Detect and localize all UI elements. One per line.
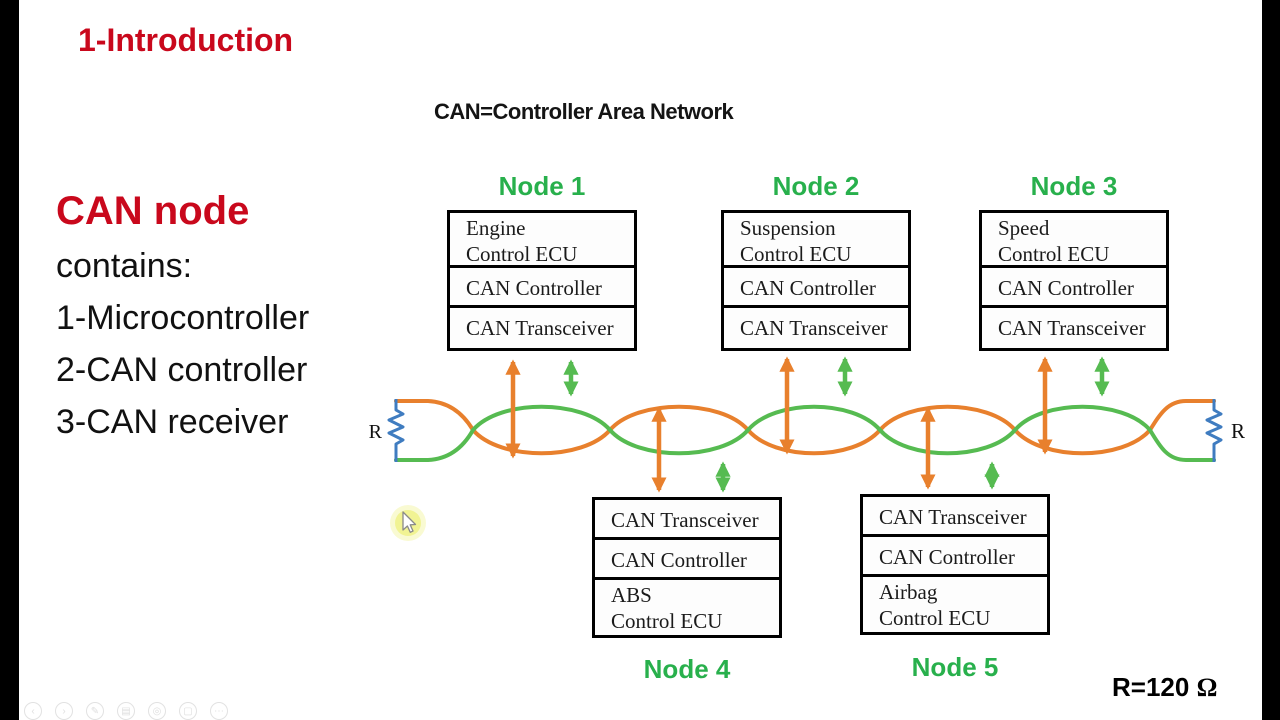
mouse-cursor bbox=[390, 505, 426, 541]
node5-box: CAN Transceiver CAN Controller Airbag Co… bbox=[860, 494, 1050, 635]
node2-ecu-line2: Control ECU bbox=[740, 242, 852, 266]
omega-symbol: Ω bbox=[1196, 673, 1218, 702]
node3-label: Node 3 bbox=[1030, 171, 1118, 201]
right-terminator-label: R bbox=[1231, 419, 1245, 443]
node5-label: Node 5 bbox=[911, 652, 999, 682]
termination-note-text: R=120 bbox=[1112, 672, 1197, 702]
node3-ecu: Speed Control ECU bbox=[982, 213, 1166, 268]
node3-ecu-line1: Speed bbox=[998, 216, 1050, 240]
node2-can-controller: CAN Controller bbox=[724, 268, 908, 308]
node4-ecu-line2: Control ECU bbox=[611, 609, 723, 633]
bus-wire-green bbox=[394, 404, 1216, 462]
cursor-glow-inner bbox=[395, 510, 421, 536]
cursor-arrow-icon bbox=[402, 511, 417, 533]
node1-ecu: Engine Control ECU bbox=[450, 213, 634, 268]
node3-can-transceiver: CAN Transceiver bbox=[998, 316, 1146, 340]
node4-can-transceiver: CAN Transceiver bbox=[595, 500, 779, 540]
termination-resistance-note: R=120 Ω bbox=[1112, 672, 1217, 703]
node2-label: Node 2 bbox=[772, 171, 860, 201]
node1-can-transceiver: CAN Transceiver bbox=[466, 316, 614, 340]
node5-ecu-line2: Control ECU bbox=[879, 606, 991, 630]
node5-can-transceiver: CAN Transceiver bbox=[863, 497, 1047, 537]
can-node-heading: CAN node bbox=[56, 189, 250, 233]
left-text-block: CAN node contains: 1-Microcontroller 2-C… bbox=[56, 182, 416, 448]
slide-subtitle: CAN=Controller Area Network bbox=[434, 99, 734, 124]
node4-ecu: ABS Control ECU bbox=[595, 580, 779, 635]
node4-box: CAN Transceiver CAN Controller ABS Contr… bbox=[592, 497, 782, 638]
pen-tool-icon[interactable]: ✎ bbox=[86, 702, 104, 720]
node2-can-transceiver: CAN Transceiver bbox=[740, 316, 888, 340]
node5-can-controller: CAN Controller bbox=[863, 537, 1047, 577]
node5-ecu-line1: Airbag bbox=[879, 580, 938, 604]
node1-can-controller: CAN Controller bbox=[450, 268, 634, 308]
highlighter-tool-icon[interactable]: ▤ bbox=[117, 702, 135, 720]
node4-label: Node 4 bbox=[643, 654, 731, 684]
cursor-glow-outer bbox=[390, 505, 426, 541]
node1-box: Engine Control ECU CAN Controller CAN Tr… bbox=[447, 210, 637, 351]
slide-title: 1-Introduction bbox=[78, 22, 294, 58]
letterbox-right bbox=[1262, 0, 1280, 720]
node3-ecu-line2: Control ECU bbox=[998, 242, 1110, 266]
node2-ecu: Suspension Control ECU bbox=[724, 213, 908, 268]
presenter-toolbar: ‹ › ✎ ▤ ◎ ▢ ⋯ bbox=[24, 702, 228, 720]
node4-can-controller: CAN Controller bbox=[595, 540, 779, 580]
left-line-can-controller: 2-CAN controller bbox=[56, 351, 308, 389]
show-all-slides-icon[interactable]: ▢ bbox=[179, 702, 197, 720]
left-line-can-receiver: 3-CAN receiver bbox=[56, 403, 289, 441]
node2-ecu-line1: Suspension bbox=[740, 216, 836, 240]
previous-slide-icon[interactable]: ‹ bbox=[24, 702, 42, 720]
left-line-contains: contains: bbox=[56, 247, 193, 285]
node3-box: Speed Control ECU CAN Controller CAN Tra… bbox=[979, 210, 1169, 351]
letterbox-left bbox=[0, 0, 19, 720]
right-terminator-resistor bbox=[1205, 399, 1223, 462]
node5-ecu: Airbag Control ECU bbox=[863, 577, 1047, 632]
more-options-icon[interactable]: ⋯ bbox=[210, 702, 228, 720]
node4-ecu-line1: ABS bbox=[611, 583, 652, 607]
left-line-microcontroller: 1-Microcontroller bbox=[56, 299, 310, 337]
next-slide-icon[interactable]: › bbox=[55, 702, 73, 720]
bus-wire-orange bbox=[394, 399, 1216, 456]
node3-can-controller: CAN Controller bbox=[982, 268, 1166, 308]
node1-ecu-line1: Engine bbox=[466, 216, 526, 240]
node1-label: Node 1 bbox=[498, 171, 586, 201]
node2-box: Suspension Control ECU CAN Controller CA… bbox=[721, 210, 911, 351]
node1-ecu-line2: Control ECU bbox=[466, 242, 578, 266]
laser-pointer-icon[interactable]: ◎ bbox=[148, 702, 166, 720]
